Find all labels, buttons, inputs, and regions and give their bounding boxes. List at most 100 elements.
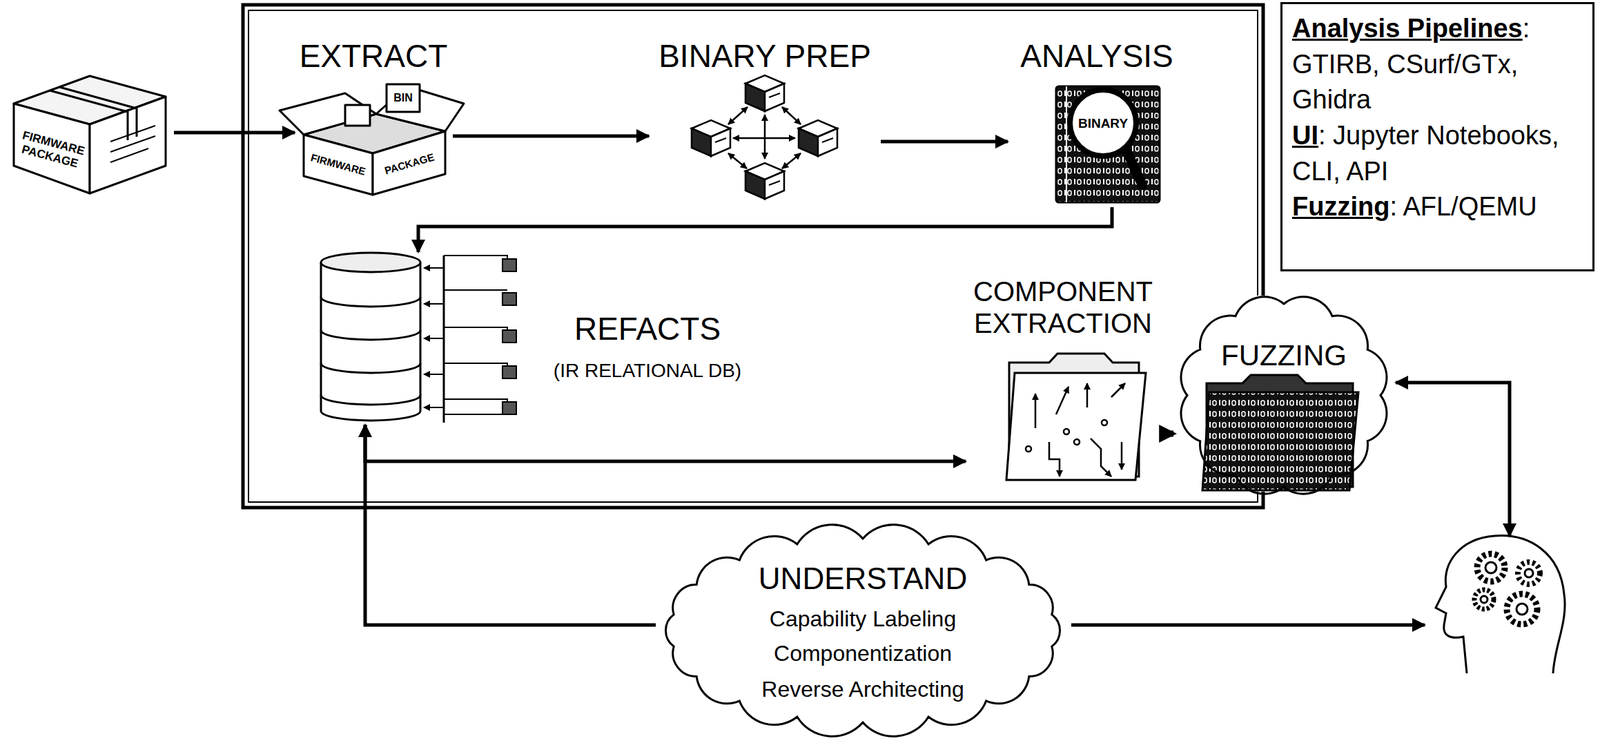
binary-prep-icon [691, 75, 838, 199]
binary-prep-icon [745, 75, 785, 112]
database-icon [320, 262, 421, 421]
database-icon [423, 267, 444, 269]
open-box-icon [345, 104, 370, 126]
step-node: BINARY PREP [648, 34, 881, 201]
icon-label: BINARY [1078, 116, 1128, 130]
head-icon [1474, 553, 1540, 624]
binary-book-icon [1056, 86, 1160, 203]
database-icon [443, 398, 508, 415]
notes-line: UI: Jupyter Notebooks, CLI, API [1292, 118, 1583, 190]
head-icon [1435, 535, 1565, 673]
head-icon [1506, 593, 1538, 624]
head-icon [1516, 603, 1528, 615]
database-icon [502, 292, 517, 306]
node-title: COMPONENT EXTRACTION [969, 275, 1157, 339]
component-folder-icon [1101, 419, 1108, 426]
connector-arrow [365, 424, 656, 625]
cloud-outline [665, 524, 1060, 737]
package-icon [49, 90, 128, 141]
package-icon [110, 125, 156, 142]
binary-book-icon [1065, 86, 1068, 203]
component-folder-icon [1006, 353, 1146, 480]
component-folder-icon [1086, 383, 1089, 408]
notes-box: Analysis Pipelines: GTIRB, CSurf/GTx, Gh… [1280, 2, 1595, 272]
component-folder-icon [1025, 383, 1126, 477]
binary-prep-icon [733, 137, 796, 140]
head-icon [1517, 561, 1540, 584]
package-node: FIRMWARE PACKAGE [8, 69, 174, 195]
database-icon [423, 255, 517, 415]
database-icon [423, 373, 444, 375]
head-icon [1480, 595, 1488, 603]
head-icon [1485, 561, 1497, 573]
open-box-icon [279, 93, 377, 135]
package-icon [59, 86, 137, 137]
open-box-icon [386, 84, 420, 112]
database-node: REFACTS (IR RELATIONAL DB) [289, 251, 747, 425]
component-folder-icon [1006, 372, 1146, 480]
open-box-icon [372, 131, 446, 195]
cloud-outline [1173, 289, 1395, 501]
package-icon [110, 148, 149, 163]
head-connectors [1071, 382, 1510, 625]
node-title: UNDERSTAND [758, 561, 968, 597]
component-folder-icon [1025, 445, 1032, 452]
open-box-icon [303, 134, 373, 195]
connector-arrow [1160, 430, 1174, 437]
package-icon [13, 103, 90, 194]
database-icon [443, 327, 508, 343]
node-title: FIRMWARE PACKAGE [13, 127, 91, 173]
frame [242, 4, 1264, 508]
package-icon [13, 75, 166, 194]
database-icon [320, 296, 421, 405]
database-icon [423, 303, 444, 305]
head-icon [1474, 589, 1494, 609]
node-title: EXTRACT [299, 37, 448, 75]
component-folder-icon [1034, 393, 1037, 428]
head-icon [1524, 568, 1534, 578]
binary-book-icon [1069, 89, 1137, 156]
connector-arrow [418, 207, 1112, 252]
database-icon [443, 255, 508, 271]
binary-prep-icon [728, 153, 747, 169]
component-folder-icon [1090, 438, 1112, 477]
notes-heading: UI [1292, 120, 1319, 150]
database-icon [320, 252, 517, 423]
component-folder-icon [1049, 441, 1060, 477]
notes-line: Analysis Pipelines: GTIRB, CSurf/GTx, Gh… [1292, 11, 1583, 119]
database-icon [443, 289, 508, 291]
binary-prep-icon [764, 114, 767, 159]
database-icon [502, 329, 517, 343]
binary-prep-icon [728, 106, 748, 125]
component-folder-icon [1056, 386, 1069, 415]
node-text: Reverse Architecting [761, 676, 964, 702]
node-title: BINARY PREP [658, 37, 872, 75]
binary-prep-icon [745, 162, 785, 199]
step-node: COMPONENT EXTRACTION [965, 265, 1161, 484]
binary-prep-icon [728, 106, 801, 169]
head-connectors [1395, 382, 1510, 536]
node-title: REFACTS [574, 310, 721, 348]
node-title: ANALYSIS [1020, 37, 1174, 75]
frame [248, 10, 1258, 502]
connector-arrow [880, 140, 1008, 144]
binary-prep-icon [798, 120, 838, 156]
node-title: FUZZING [1221, 338, 1347, 373]
component-folder-icon [1074, 438, 1080, 445]
connector-arrow [173, 131, 295, 135]
fuzzing-folder-icon [1202, 374, 1359, 491]
notes-heading: Fuzzing [1292, 191, 1390, 221]
binary-prep-icon [782, 153, 801, 169]
head-icon [1435, 535, 1565, 673]
node-text: (IR RELATIONAL DB) [553, 359, 742, 382]
database-icon [502, 365, 517, 379]
binary-prep-icon [782, 106, 801, 125]
binary-book-icon [1056, 86, 1160, 203]
frame [242, 4, 1264, 508]
open-box-icon [279, 84, 464, 195]
notes-line: Fuzzing: AFL/QEMU [1292, 189, 1583, 226]
icon-label: FIRMWARE [309, 151, 368, 177]
notes-text: : AFL/QEMU [1389, 191, 1537, 221]
